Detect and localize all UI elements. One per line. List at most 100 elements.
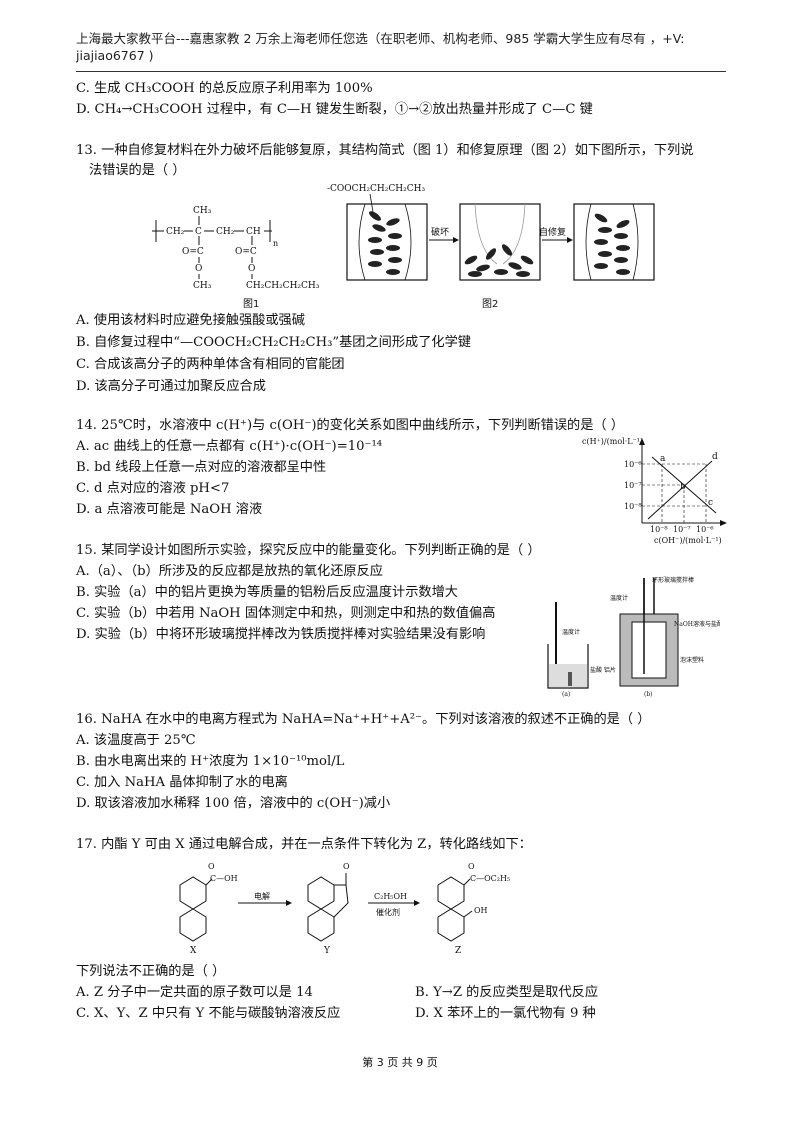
label-y: Y (323, 946, 331, 955)
q13-option-d: D. 该高分子可通过加聚反应合成 (76, 379, 266, 394)
q16-option-a: A. 该温度高于 25℃ (76, 733, 196, 748)
fig-b-solution-label: NaOH溶液与盐酸 (674, 620, 720, 628)
q17-option-a: A. Z 分子中一定共面的原子数可以是 14 (76, 985, 313, 1000)
q14-line-bd (647, 460, 713, 520)
q13-figure-1-structure: CH₂ C CH₃ CH₂ CH n O=C O=C O O CH₃ CH₂CH… (152, 206, 320, 291)
q14-point-a: a (660, 454, 666, 464)
q13-stem-line-2: 法错误的是（ ） (89, 163, 186, 178)
q14-y-axis-label: c(H⁺)/(mol·L⁻¹) (582, 437, 643, 446)
fig-a-bottom-label: 盐酸 铝片 (590, 666, 616, 674)
header-line-2: jiajiao6767 ) (76, 48, 154, 63)
q14-x-axis-label: c(OH⁻)/(mol·L⁻¹) (654, 536, 722, 545)
fig-b-caption: (b) (644, 691, 653, 698)
fig-a-thermometer-label: 温度计 (562, 628, 580, 636)
page-footer: 第 3 页 共 9 页 (362, 1056, 438, 1069)
ester-o-left: O (195, 264, 202, 274)
chain-mid-ch2: CH₂ (216, 227, 235, 237)
fig-b-inner-beaker (631, 621, 667, 679)
q13-figure-1-caption: 图1 (243, 299, 260, 310)
q13-figure-2-repair: -COOCH₂CH₂CH₂CH₃ 破坏 自修复 (327, 184, 655, 281)
q17-stem: 17. 内酯 Y 可由 X 通过电解合成，并在一点条件下转化为 Z，转化路线如下… (76, 837, 532, 852)
q14-ytick-1: 10⁻⁶ (624, 460, 642, 469)
q13-figure-2-caption: 图2 (482, 299, 499, 310)
q14-stem: 14. 25℃时，水溶液中 c(H⁺)与 c(OH⁻)的变化关系如图中曲线所示，… (76, 418, 624, 433)
q14-xtick-3: 10⁻⁶ (696, 525, 714, 534)
q15-apparatus: 温度计 盐酸 铝片 (a) 环形玻璃搅拌棒 温度计 NaOH溶液与盐酸 泡沫塑料… (547, 576, 720, 698)
q16-option-b: B. 由水电离出来的 H⁺浓度为 1×10⁻¹⁰mol/L (76, 754, 345, 769)
y-carbonyl-o: O (343, 862, 350, 871)
methyl-top: CH₃ (193, 206, 212, 216)
header-divider (76, 71, 726, 72)
page-header: 上海最大家教平台---嘉惠家教 2 万余上海老师任您选（在职老师、机构老师、98… (76, 30, 726, 64)
q14-curve-ac (651, 456, 717, 514)
q13-stem-line-1: 13. 一种自修复材料在外力破坏后能够复原，其结构简式（图 1）和修复原理（图 … (76, 143, 694, 158)
methyl-bottom: CH₃ (193, 281, 212, 291)
q14-point-b: b (680, 482, 686, 492)
q13-option-b: B. 自修复过程中“—COOCH₂CH₂CH₂CH₃”基团之间形成了化学键 (76, 335, 471, 350)
header-line-1: 上海最大家教平台---嘉惠家教 2 万余上海老师任您选（在职老师、机构老师、98… (76, 31, 685, 46)
fig-b-stirrer-label: 环形玻璃搅拌棒 (652, 576, 694, 584)
z-carbonyl-o: O (468, 862, 475, 871)
fig2-group-label: -COOCH₂CH₂CH₂CH₃ (327, 184, 425, 194)
fig2-box-before (346, 203, 428, 281)
z-hydroxyl: OH (474, 906, 488, 915)
y-ring-1 (307, 876, 335, 910)
label-z: Z (455, 946, 461, 955)
arrow2-top-label: C₂H₅OH (374, 892, 407, 901)
q13-option-c: C. 合成该高分子的两种单体含有相同的官能团 (76, 357, 345, 372)
q17-option-d: D. X 苯环上的一氯代物有 9 种 (415, 1006, 596, 1021)
chain-quaternary-c: C (195, 227, 202, 237)
q16-stem: 16. NaHA 在水中的电离方程式为 NaHA=Na⁺+H⁺+A²⁻。下列对该… (76, 712, 651, 727)
q16-option-c: C. 加入 NaHA 晶体抑制了水的电离 (76, 775, 288, 790)
fig-a-caption: (a) (562, 691, 570, 698)
q14-point-d: d (712, 452, 718, 462)
q15-option-a: A.（a）、（b）所涉及的反应都是放热的氧化还原反应 (76, 564, 383, 579)
butyl-group: CH₂CH₂CH₂CH₃ (246, 281, 320, 291)
chain-left-ch2: CH₂ (166, 227, 185, 237)
carbonyl-right: O=C (235, 247, 257, 257)
z-ring-2 (437, 908, 465, 942)
q14-graph: c(H⁺)/(mol·L⁻¹) 10⁻⁶ 10⁻⁷ 10⁻⁸ 10⁻⁸ 10⁻⁷… (582, 437, 727, 545)
q15-stem: 15. 某同学设计如图所示实验，探究反应中的能量变化。下列判断正确的是（ ） (76, 543, 541, 558)
q14-ytick-2: 10⁻⁷ (624, 481, 642, 490)
q17-option-b: B. Y→Z 的反应类型是取代反应 (415, 985, 599, 1000)
q14-xtick-2: 10⁻⁷ (673, 525, 691, 534)
q15-option-c: C. 实验（b）中若用 NaOH 固体测定中和热，则测定中和热的数值偏高 (76, 606, 496, 621)
q15-option-b: B. 实验（a）中的铝片更换为等质量的铝粉后反应温度计示数增大 (76, 585, 458, 600)
z-ester-group: C—OC₂H₅ (470, 874, 510, 883)
ester-o-right: O (248, 264, 255, 274)
fig-a-beaker (547, 644, 589, 689)
q14-option-c: C. d 点对应的溶液 pH<7 (76, 481, 230, 496)
q12-option-d: D. CH₄→CH₃COOH 过程中，有 C—H 键发生断裂，①→②放出热量并形… (76, 102, 593, 117)
fig2-repair-label: 自修复 (539, 226, 566, 238)
q14-option-d: D. a 点溶液可能是 NaOH 溶液 (76, 502, 263, 517)
arrow2-bottom-label: 催化剂 (376, 907, 400, 917)
q17-question: 下列说法不正确的是（ ） (76, 964, 226, 979)
q15-option-d: D. 实验（b）中将环形玻璃搅拌棒改为铁质搅拌棒对实验结果没有影响 (76, 627, 486, 642)
x-acid-group: C—OH (210, 874, 238, 883)
q14-point-c: c (708, 498, 713, 508)
x-ring-2 (179, 908, 207, 942)
fig-b-foam-label: 泡沫塑料 (680, 656, 704, 664)
q14-xtick-1: 10⁻⁸ (650, 525, 668, 534)
carbonyl-left: O=C (182, 247, 204, 257)
y-ring-2 (307, 908, 335, 942)
q17-option-c: C. X、Y、Z 中只有 Y 不能与碳酸钠溶液反应 (76, 1006, 341, 1021)
z-ring-1 (437, 876, 465, 910)
q16-option-d: D. 取该溶液加水稀释 100 倍，溶液中的 c(OH⁻)减小 (76, 796, 391, 811)
fig2-break-label: 破坏 (431, 226, 449, 238)
q17-reaction-scheme: O C—OH O O C—OC₂H₅ OH 电解 C₂H₅OH 催化剂 X Y … (179, 862, 510, 955)
fig2-box-broken (459, 203, 541, 281)
x-ring-1 (179, 876, 207, 910)
q14-option-b: B. bd 线段上任意一点对应的溶液都呈中性 (76, 460, 327, 475)
q12-option-c: C. 生成 CH₃COOH 的总反应原子利用率为 100% (76, 81, 373, 96)
q13-option-a: A. 使用该材料时应避免接触强酸或强碱 (76, 313, 305, 328)
q14-ytick-3: 10⁻⁸ (624, 502, 642, 511)
chain-ch: CH (246, 227, 261, 237)
fig-b-thermometer-label: 温度计 (610, 594, 628, 602)
x-carbonyl-o: O (208, 862, 215, 871)
fig2-box-repaired (573, 203, 655, 281)
repeat-n: n (273, 239, 278, 248)
q14-option-a: A. ac 曲线上的任意一点都有 c(H⁺)·c(OH⁻)=10⁻¹⁴ (76, 439, 383, 454)
arrow1-label: 电解 (254, 891, 270, 901)
